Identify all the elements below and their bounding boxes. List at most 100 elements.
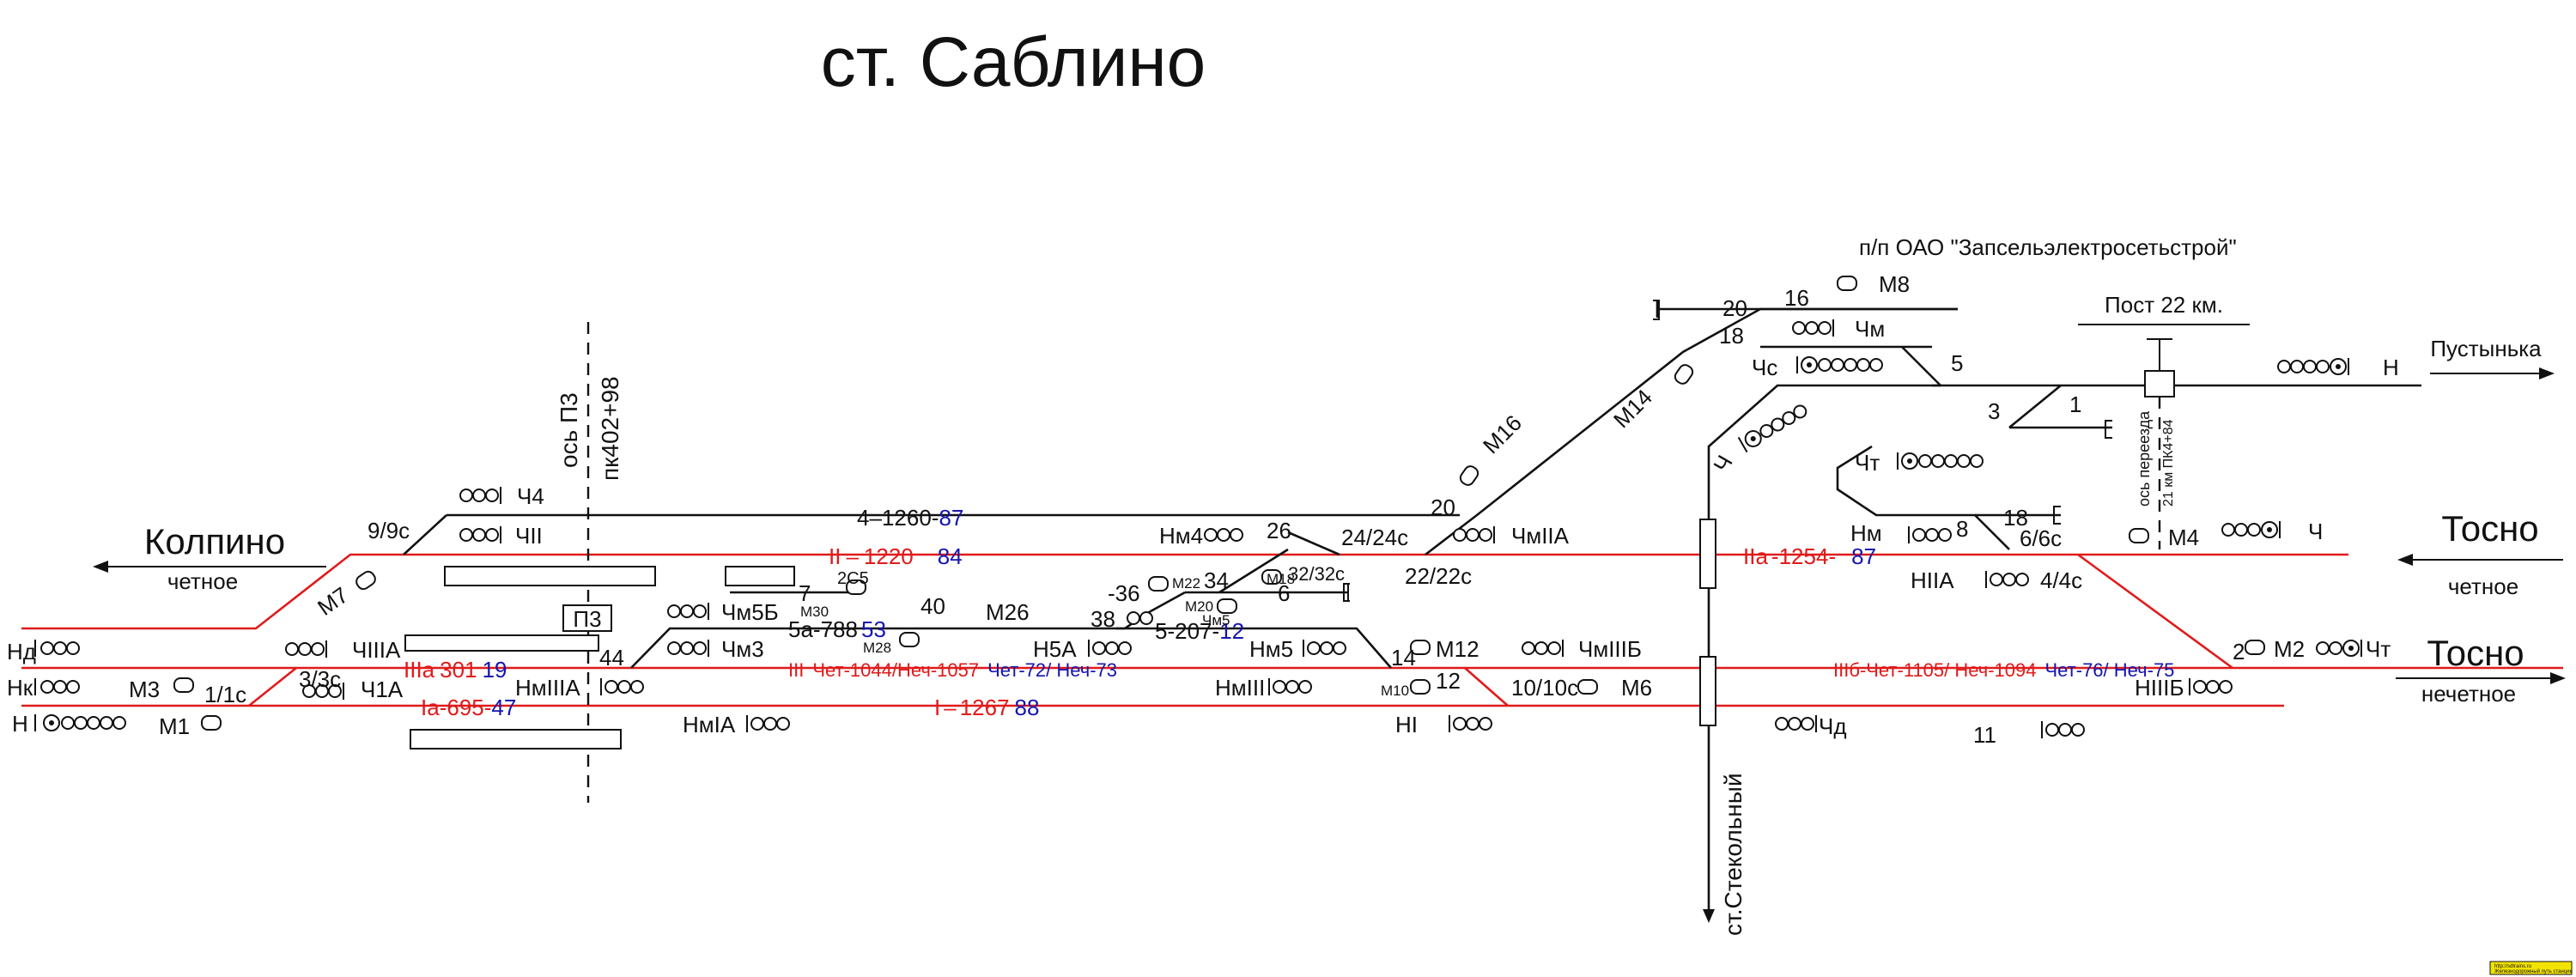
signal-m8: М8 <box>1879 271 1910 297</box>
crossing-km-label: 21 км ПК4+84 <box>2161 419 2176 507</box>
switch-12: 12 <box>1436 668 1461 694</box>
crossing-ch-upper <box>1699 519 1716 589</box>
track-ii-west <box>21 553 1760 630</box>
signal-lenses-ch1a <box>302 683 344 700</box>
direction-arrows <box>93 367 2566 923</box>
signal-cht-east: Чт <box>2366 636 2391 662</box>
signal-nm: Нм <box>1850 520 1882 546</box>
logo-line1: http://sdtrains.ru <box>2494 964 2531 969</box>
signal-lenses-niia <box>1985 571 2029 588</box>
crossing-post <box>2144 370 2175 397</box>
signal-ch-north: Ч <box>1708 451 1738 476</box>
crossover-iii-i-east <box>1464 667 1509 707</box>
signal-nd: Нд <box>7 639 36 664</box>
signal-lenses-cht-east <box>2316 640 2362 657</box>
signal-lenses-36 <box>1127 611 1153 625</box>
signal-nmia: НмIA <box>683 712 736 737</box>
signal-lenses-nmiii <box>1268 678 1312 695</box>
post-label: Пост 22 км. <box>2105 292 2223 318</box>
signal-m16: М16 <box>1478 410 1527 458</box>
link-5-diag <box>1901 346 1941 386</box>
pz-box <box>562 604 612 632</box>
kolpino-label: Колпино <box>144 521 285 561</box>
platform-1 <box>444 566 656 586</box>
signal-lenses-nd <box>34 640 80 657</box>
signal-n-east: Н <box>2383 355 2399 380</box>
track-cht-loop <box>2008 384 2062 429</box>
signal-n: Н <box>12 711 28 737</box>
switch-34: 34 <box>1204 567 1229 593</box>
switch-9-9c: 9/9с <box>368 518 410 543</box>
signal-nk: Нк <box>7 675 33 701</box>
tosno-even-label: Тосно <box>2441 508 2538 549</box>
platforms: П3 <box>404 566 795 749</box>
tosno-odd-dir: нечетное <box>2421 681 2516 707</box>
link-26-24 <box>1287 531 1340 556</box>
signal-lenses-nm4 <box>1204 528 1243 542</box>
switch-6-6c: 6/6с <box>2020 525 2062 551</box>
signal-m10: M10 <box>1381 683 1409 699</box>
signal-m12: М12 <box>1436 636 1479 662</box>
signal-lenses-niiib <box>2189 678 2233 695</box>
signal-lenses-chm3 <box>667 640 709 657</box>
track-5 <box>1116 627 1392 669</box>
axis-pz-label: ось П3 <box>556 392 582 468</box>
switch-20b: 20 <box>1722 295 1747 321</box>
kolpino-dir: четное <box>167 568 238 594</box>
link-36-34 <box>1150 591 1186 613</box>
signal-m22: M22 <box>1172 575 1200 592</box>
switch-3-3c: 3/3с <box>299 666 341 692</box>
signal-m3: М3 <box>129 677 160 702</box>
buffer-stops <box>1343 300 2112 602</box>
enterprise-label: п/п ОАО "Запсельэлектросетьстрой" <box>1859 234 2237 260</box>
signal-heads <box>34 276 2362 738</box>
switch-11: 11 <box>1973 722 1996 748</box>
signal-lenses-n5a <box>1088 640 1132 657</box>
signal-lenses-nk <box>34 678 80 695</box>
switch-6: 6 <box>1278 580 1290 606</box>
signal-chii: ЧII <box>515 523 543 549</box>
signal-chmiiib: ЧмIIIБ <box>1578 636 1642 662</box>
signal-ni: НI <box>1395 712 1418 737</box>
station-title: ст. Саблино <box>821 23 1206 101</box>
switch-3: 3 <box>1988 398 2000 424</box>
pz-box-label: П3 <box>573 606 601 632</box>
signal-lenses-chmiia <box>1453 526 1495 543</box>
signal-lenses-ni <box>1449 715 1492 732</box>
switch-18b: 18 <box>2003 505 2028 531</box>
signal-lenses-cht <box>1897 452 1984 470</box>
signal-chiiia: ЧIIIA <box>352 637 401 663</box>
signal-lenses-11 <box>2041 721 2085 738</box>
signal-nm4: Нм4 <box>1159 523 1203 549</box>
signal-m7: М7 <box>313 582 353 621</box>
side-tracks <box>403 300 2421 919</box>
signal-chs: Чс <box>1752 355 1777 380</box>
pustynka-label: Пустынька <box>2430 336 2542 361</box>
crossover-iia-iiib <box>2077 553 2233 670</box>
switch-14: 14 <box>1391 645 1416 671</box>
signal-m30: M30 <box>800 604 829 620</box>
steklyanny-label: ст.Стекольный <box>1720 774 1747 936</box>
arrow-steklyanny <box>1703 909 1715 923</box>
signal-chd: Чд <box>1819 713 1847 739</box>
signal-nm5: Нм5 <box>1249 636 1293 662</box>
signal-m4: М4 <box>2168 525 2199 550</box>
signal-lenses-chd <box>1775 715 1817 732</box>
crossing-ch-lower <box>1699 656 1716 726</box>
switch-10: 10/10с <box>1511 675 1578 701</box>
switch-4-4c: 4/4с <box>2040 567 2082 593</box>
track-4-west-diag <box>403 514 447 555</box>
switch-38: 38 <box>1091 606 1115 632</box>
signal-m6: М6 <box>1621 675 1652 701</box>
switch-36: -36 <box>1108 580 1140 606</box>
signal-m14: М14 <box>1608 384 1657 433</box>
signal-lenses-ch-east <box>2221 521 2281 538</box>
main-tracks <box>21 553 2563 707</box>
switch-18: 18 <box>1719 323 1744 349</box>
signal-lenses-nmia <box>746 715 790 732</box>
